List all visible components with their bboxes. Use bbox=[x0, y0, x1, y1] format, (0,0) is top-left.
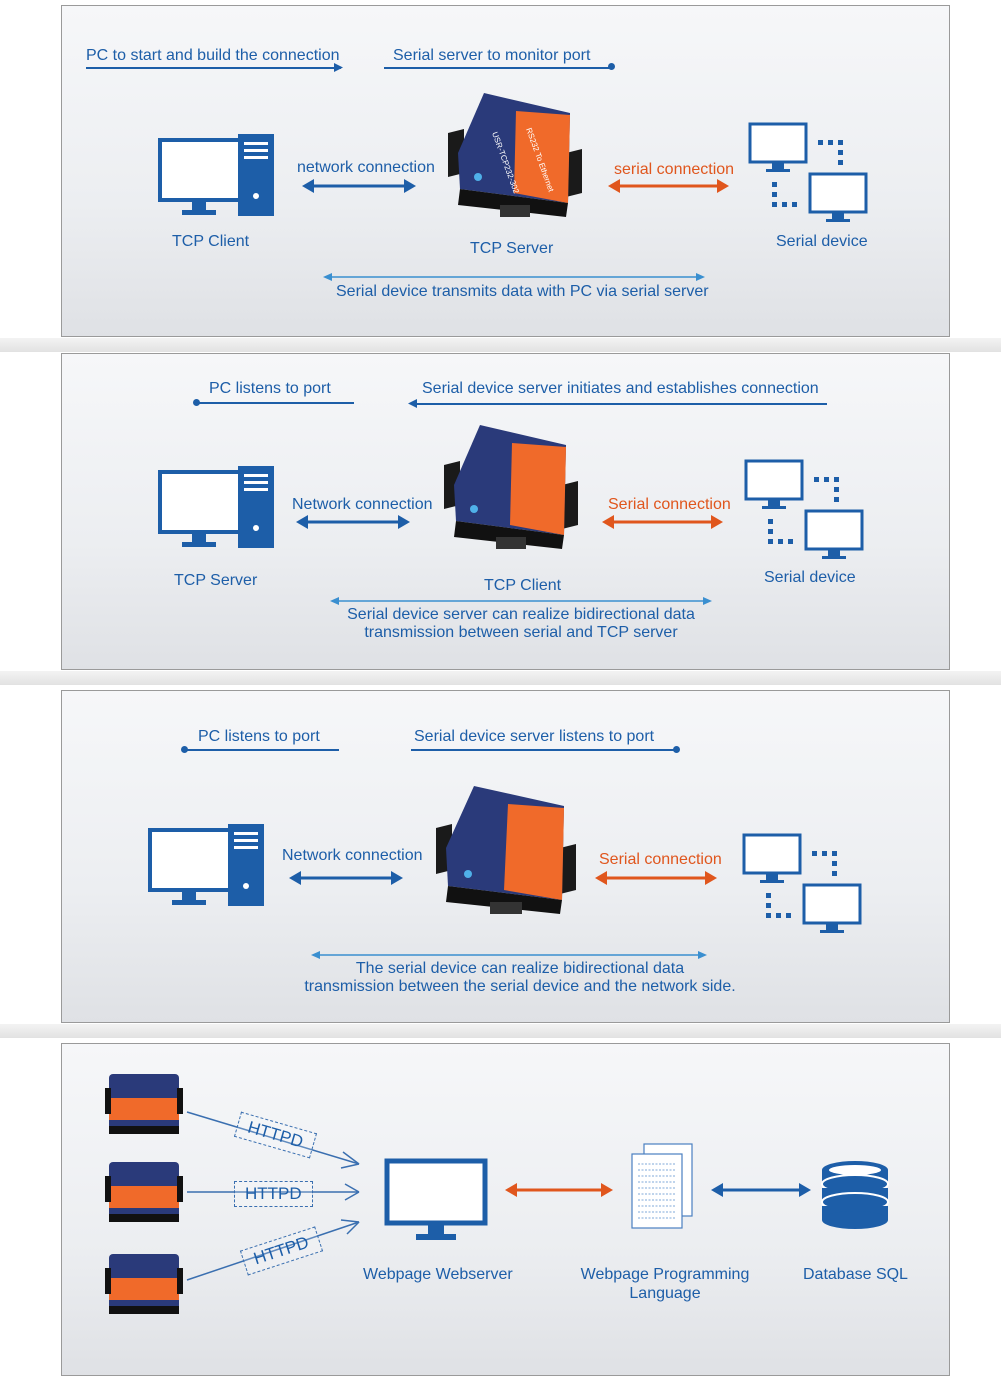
panel1-left-arrow-label: network connection bbox=[297, 159, 435, 176]
double-arrow-icon bbox=[311, 951, 707, 959]
httpd-badge: HTTPD bbox=[234, 1181, 313, 1207]
double-arrow-icon bbox=[330, 597, 712, 605]
endpoint-dot bbox=[608, 63, 615, 70]
panel1-right-device-label: Serial device bbox=[776, 233, 868, 250]
double-arrow-icon bbox=[323, 273, 705, 281]
double-arrow-icon bbox=[595, 871, 717, 885]
serial-device-icon bbox=[742, 833, 862, 933]
serial-server-device-icon bbox=[444, 425, 578, 549]
serial-device-icon bbox=[744, 459, 864, 559]
panel3-left-arrow-label: Network connection bbox=[282, 847, 423, 864]
database-label: Database SQL bbox=[803, 1266, 908, 1283]
double-arrow-icon bbox=[711, 1183, 811, 1197]
serial-device-icon bbox=[748, 122, 868, 222]
endpoint-dot bbox=[193, 399, 200, 406]
arrowhead-icon bbox=[408, 399, 417, 408]
panel2-bottom-caption-line2: transmission between serial and TCP serv… bbox=[364, 624, 678, 641]
panel2-left-arrow-label: Network connection bbox=[292, 496, 433, 513]
programming-label-line2: Language bbox=[629, 1285, 701, 1302]
panel-gap bbox=[0, 671, 1001, 685]
underline bbox=[196, 402, 354, 404]
panel3-right-arrow-label: Serial connection bbox=[599, 851, 722, 868]
underline bbox=[86, 67, 341, 69]
computer-icon bbox=[148, 824, 264, 906]
panel1-right-arrow-label: serial connection bbox=[614, 161, 735, 178]
panel2-center-device-label: TCP Client bbox=[484, 577, 562, 594]
serial-server-device-icon bbox=[105, 1074, 183, 1134]
programming-label-line1: Webpage Programming bbox=[580, 1266, 750, 1283]
document-icon bbox=[631, 1143, 693, 1229]
panel1-top-left-label: PC to start and build the connection bbox=[86, 47, 340, 64]
panel2-left-device-label: TCP Server bbox=[174, 572, 258, 589]
serial-server-device-icon bbox=[436, 786, 576, 914]
panel2-top-right-label: Serial device server initiates and estab… bbox=[422, 380, 819, 397]
httpd-connectors bbox=[186, 1111, 360, 1281]
double-arrow-icon bbox=[302, 179, 416, 193]
double-arrow-icon bbox=[608, 179, 729, 193]
panel2-bottom-caption-line1: Serial device server can realize bidirec… bbox=[347, 606, 695, 623]
serial-server-device-icon: USR-TCP232-302 RS232 To Ethernet bbox=[448, 93, 582, 217]
serial-server-device-icon bbox=[105, 1254, 183, 1314]
panel3-top-left-label: PC listens to port bbox=[198, 728, 320, 745]
database-icon bbox=[821, 1161, 889, 1229]
panel2-right-device-label: Serial device bbox=[764, 569, 856, 586]
panel1-bottom-caption: Serial device transmits data with PC via… bbox=[336, 283, 709, 300]
underline bbox=[414, 403, 827, 405]
panel3-bottom-caption-line1: The serial device can realize bidirectio… bbox=[355, 960, 685, 977]
underline bbox=[411, 749, 677, 751]
panel2-right-arrow-label: Serial connection bbox=[608, 496, 731, 513]
double-arrow-icon bbox=[602, 515, 723, 529]
computer-icon bbox=[158, 466, 274, 548]
double-arrow-icon bbox=[289, 871, 403, 885]
panel1-center-device-label: TCP Server bbox=[470, 240, 554, 257]
arrowhead-icon bbox=[334, 63, 343, 72]
panel3-bottom-caption-line2: transmission between the serial device a… bbox=[304, 978, 736, 995]
endpoint-dot bbox=[673, 746, 680, 753]
webserver-label: Webpage Webserver bbox=[363, 1266, 513, 1283]
panel1-top-right-label: Serial server to monitor port bbox=[393, 47, 591, 64]
underline bbox=[184, 749, 339, 751]
underline bbox=[384, 67, 612, 69]
double-arrow-icon bbox=[296, 515, 410, 529]
endpoint-dot bbox=[181, 746, 188, 753]
panel3-top-right-label: Serial device server listens to port bbox=[414, 728, 655, 745]
panel-httpd-mode bbox=[61, 1043, 950, 1376]
panel-gap bbox=[0, 1024, 1001, 1038]
double-arrow-icon bbox=[505, 1183, 613, 1197]
panel-gap bbox=[0, 338, 1001, 352]
serial-server-device-icon bbox=[105, 1162, 183, 1222]
computer-icon bbox=[158, 134, 274, 216]
monitor-icon bbox=[384, 1158, 488, 1240]
panel2-top-left-label: PC listens to port bbox=[209, 380, 331, 397]
panel1-left-device-label: TCP Client bbox=[172, 233, 250, 250]
